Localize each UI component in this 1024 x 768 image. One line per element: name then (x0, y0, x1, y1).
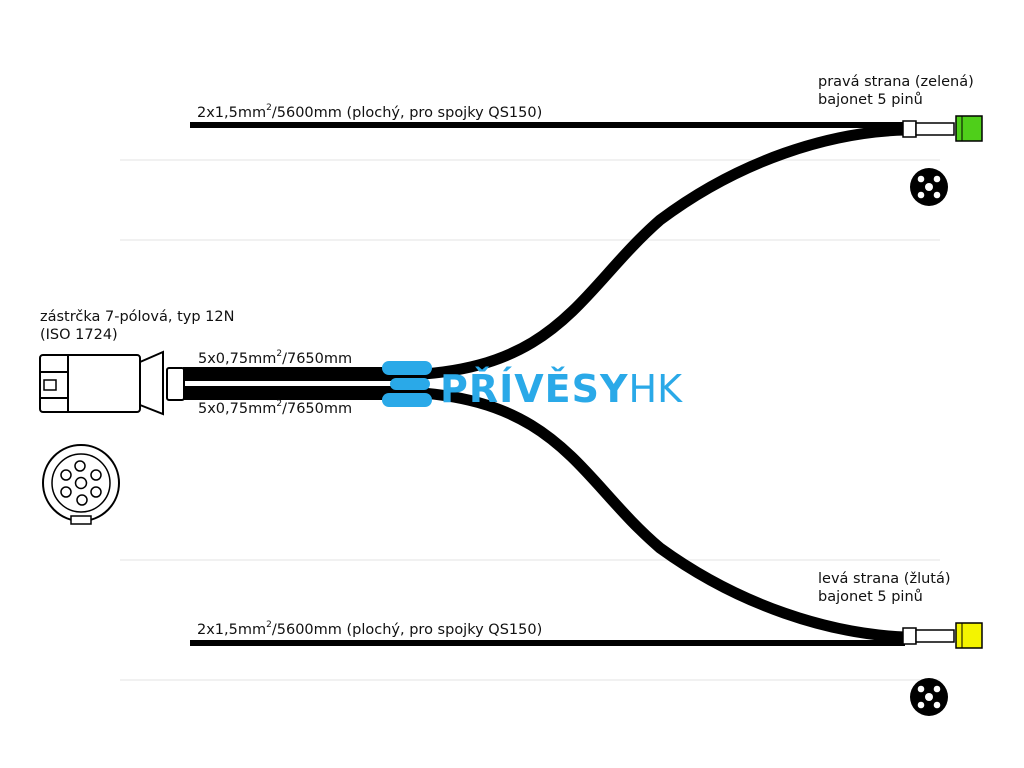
bottom-cable-label: 2x1,5mm2/5600mm (plochý, pro spojky QS15… (197, 620, 542, 638)
logo-mark-icon (382, 361, 432, 407)
main-trunk-cables (183, 367, 413, 400)
upper-branch-cable (404, 124, 906, 381)
plug-standard-label: (ISO 1724) (40, 327, 118, 343)
yellow-bayonet-connector (902, 622, 983, 649)
lower-branch-cable (404, 386, 906, 643)
plug-7pin-icon (39, 350, 185, 416)
right-side-bayonet-label: bajonet 5 pinů (818, 92, 923, 108)
privesyhk-logo: PŘÍVĚSYHK (382, 361, 683, 411)
bayonet-5pin-face-icon (910, 678, 948, 716)
logo-suffix: HK (629, 367, 684, 411)
logo-text: PŘÍVĚSY (440, 367, 629, 411)
bayonet-5pin-face-icon (910, 168, 948, 206)
plug-label: zástrčka 7-pólová, typ 12N (40, 309, 234, 325)
watermark-background (120, 159, 940, 681)
lower-branch-label: 5x0,75mm2/7650mm (198, 399, 352, 417)
right-side-label: pravá strana (zelená) (818, 74, 974, 90)
socket-7pin-face-icon (42, 444, 120, 525)
left-side-label: levá strana (žlutá) (818, 571, 951, 587)
top-cable-label: 2x1,5mm2/5600mm (plochý, pro spojky QS15… (197, 103, 542, 121)
green-bayonet-connector (902, 115, 983, 142)
svg-text:PŘÍVĚSYHK: PŘÍVĚSYHK (440, 367, 683, 411)
left-side-bayonet-label: bajonet 5 pinů (818, 589, 923, 605)
upper-branch-label: 5x0,75mm2/7650mm (198, 349, 352, 367)
